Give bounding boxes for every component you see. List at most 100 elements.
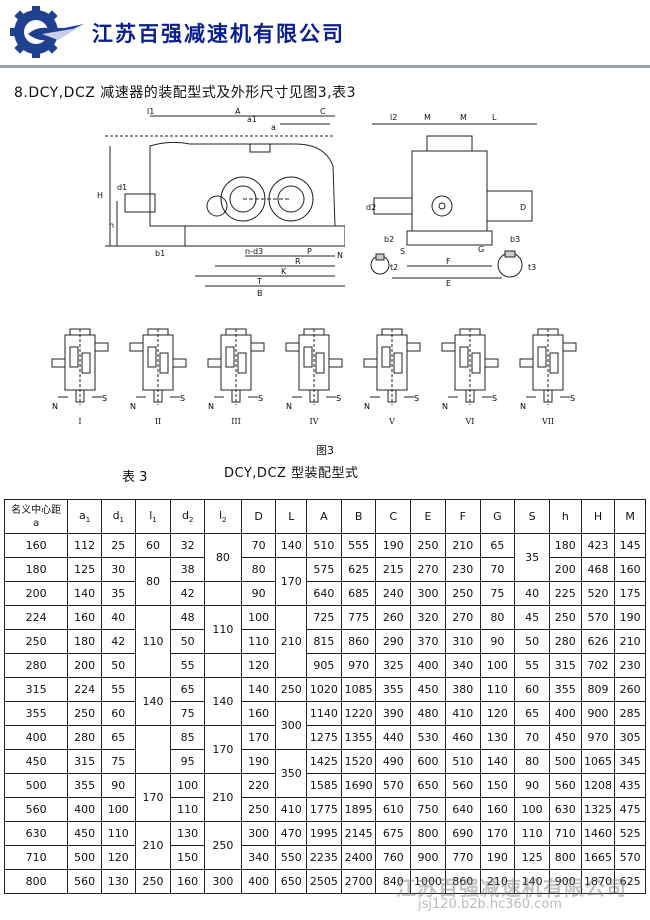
table-cell: 210 — [134, 821, 172, 870]
table-cell — [204, 581, 242, 606]
dim-label-l1: l1 — [147, 107, 154, 116]
table-cell: 100 — [240, 605, 277, 630]
table-cell: 60 — [134, 533, 172, 558]
table-cell: 150 — [170, 845, 206, 870]
table-cell: 120 — [240, 653, 277, 678]
table-cell: 215 — [375, 557, 412, 582]
table-cell: 490 — [375, 749, 412, 774]
table-cell: 125 — [67, 557, 102, 582]
table-label: 表 3 — [122, 470, 148, 485]
dim-label-A: A — [235, 107, 241, 116]
table-cell: 210 — [444, 533, 481, 558]
table-cell: 1425 — [306, 749, 342, 774]
dim-label-R: R — [295, 257, 301, 266]
table-cell: 530 — [410, 725, 446, 750]
watermark-url: jsj120.b2b.hc360.com — [418, 897, 562, 912]
assembly-config-label: III — [231, 417, 241, 426]
dim-label-nd3: n-d3 — [245, 247, 263, 256]
table-header-cell: F — [444, 499, 481, 534]
table-cell: 290 — [375, 629, 412, 654]
table-cell: 400 — [67, 797, 102, 822]
table-cell: 260 — [375, 605, 412, 630]
dim-label-l2: l2 — [390, 113, 397, 122]
table-cell: 110 — [100, 821, 136, 846]
config-mark-s: S — [258, 394, 263, 403]
table-cell: 90 — [240, 581, 277, 606]
table-cell: 80 — [240, 557, 277, 582]
table-cell: 355 — [3, 701, 69, 726]
table-cell: 400 — [548, 701, 582, 726]
table-cell: 200 — [548, 557, 582, 582]
header-sub: a — [33, 517, 40, 529]
dim-label-F: F — [446, 257, 451, 266]
assembly-config-label: VII — [541, 417, 555, 426]
dim-label-h: h — [109, 221, 114, 230]
assembly-config-label: I — [78, 417, 82, 426]
table-cell: 260 — [614, 677, 646, 702]
table-cell: 250 — [204, 821, 242, 870]
table-header-cell: d1 — [100, 499, 136, 534]
table-cell: 300 — [275, 701, 308, 750]
table-cell: 450 — [3, 749, 69, 774]
table-cell: 2700 — [340, 869, 377, 894]
config-mark-n: N — [52, 402, 58, 411]
table-header-cell: d2 — [170, 499, 206, 534]
header-sub: 1 — [85, 516, 91, 525]
table-cell: 42 — [100, 629, 136, 654]
table-cell: 170 — [479, 821, 516, 846]
table-cell: 355 — [548, 677, 582, 702]
table-cell: 160 — [67, 605, 102, 630]
table-cell: 340 — [444, 653, 481, 678]
dim-label-b2: b2 — [384, 235, 394, 244]
table-cell: 305 — [614, 725, 646, 750]
dim-label-t3: t3 — [528, 263, 536, 272]
table-cell: 1895 — [340, 797, 377, 822]
assembly-config-sketch: NS — [285, 328, 343, 411]
table-cell: 423 — [580, 533, 616, 558]
table-cell: 180 — [67, 629, 102, 654]
header-sub: 1 — [119, 516, 125, 525]
table-cell: 525 — [614, 821, 646, 846]
table-cell: 90 — [100, 773, 136, 798]
table-cell: 75 — [170, 701, 206, 726]
table-cell: 80 — [479, 605, 516, 630]
table-cell: 750 — [410, 797, 446, 822]
gear-logo-icon — [10, 6, 84, 58]
table-cell: 70 — [240, 533, 277, 558]
table-cell: 280 — [548, 629, 582, 654]
table-cell: 175 — [614, 581, 646, 606]
table-cell: 110 — [204, 605, 242, 654]
table-cell: 110 — [479, 677, 516, 702]
table-cell: 775 — [340, 605, 377, 630]
table-header-cell: l2 — [204, 499, 242, 534]
table-cell: 60 — [100, 701, 136, 726]
table-cell: 220 — [240, 773, 277, 798]
table-cell: 500 — [3, 773, 69, 798]
table-header-cell: E — [410, 499, 446, 534]
table-cell: 300 — [204, 869, 242, 894]
table-cell: 815 — [306, 629, 342, 654]
table-cell: 300 — [240, 821, 277, 846]
table-cell: 125 — [514, 845, 550, 870]
table-cell: 270 — [444, 605, 481, 630]
table-cell: 110 — [170, 797, 206, 822]
config-mark-n: N — [130, 402, 136, 411]
table-cell: 80 — [514, 749, 550, 774]
table-cell: 224 — [3, 605, 69, 630]
table-cell: 410 — [444, 701, 481, 726]
table-cell: 710 — [3, 845, 69, 870]
table-cell: 75 — [100, 749, 136, 774]
dim-label-b1: b1 — [155, 249, 165, 258]
table-cell: 710 — [548, 821, 582, 846]
table-cell: 370 — [410, 629, 446, 654]
config-mark-s: S — [180, 394, 185, 403]
table-cell: 35 — [514, 533, 550, 582]
table-cell: 1000 — [410, 869, 446, 894]
dim-label-N: N — [337, 251, 343, 260]
table-cell: 25 — [100, 533, 136, 558]
